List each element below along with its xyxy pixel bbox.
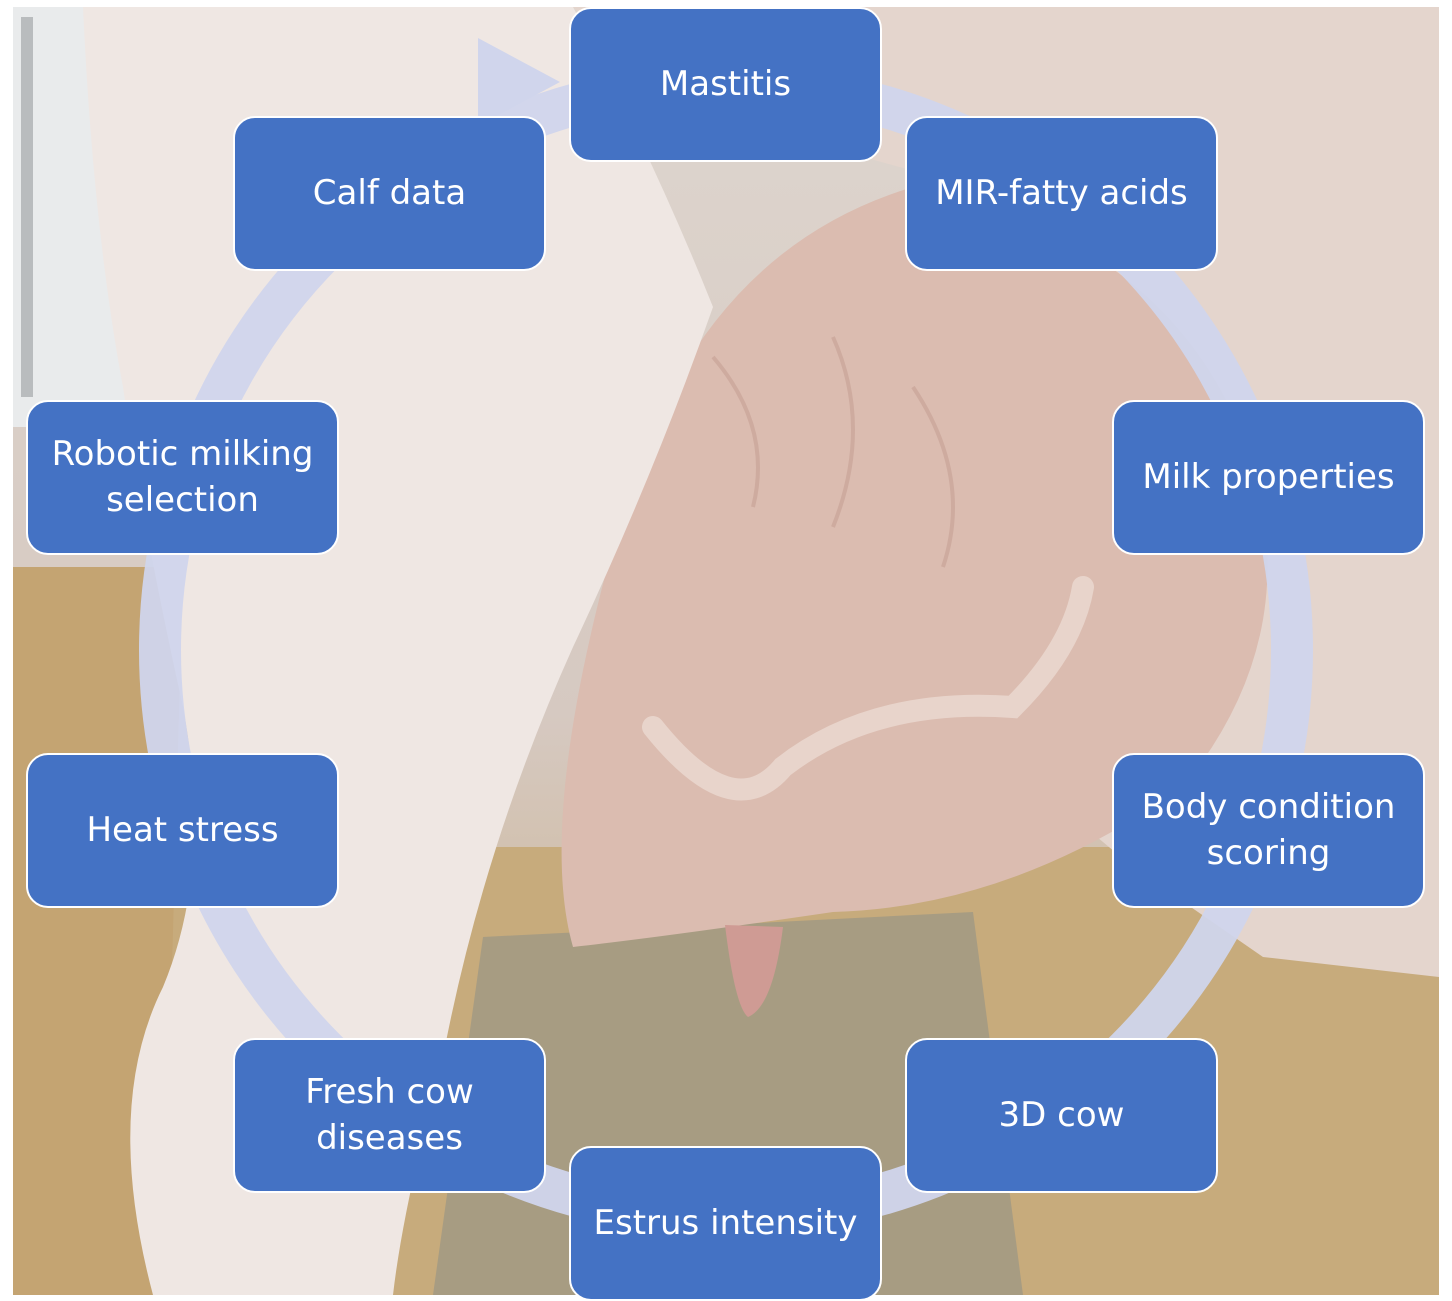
node-3d-cow: 3D cow [905,1038,1218,1193]
node-body-condition-scoring: Body condition scoring [1112,753,1425,908]
node-robotic-milking-selection: Robotic milking selection [26,400,339,555]
node-mastitis: Mastitis [569,7,882,162]
node-fresh-cow-diseases: Fresh cow diseases [233,1038,546,1193]
node-mir-fatty-acids: MIR-fatty acids [905,116,1218,271]
node-heat-stress: Heat stress [26,753,339,908]
node-estrus-intensity: Estrus intensity [569,1146,882,1301]
node-calf-data: Calf data [233,116,546,271]
node-milk-properties: Milk properties [1112,400,1425,555]
